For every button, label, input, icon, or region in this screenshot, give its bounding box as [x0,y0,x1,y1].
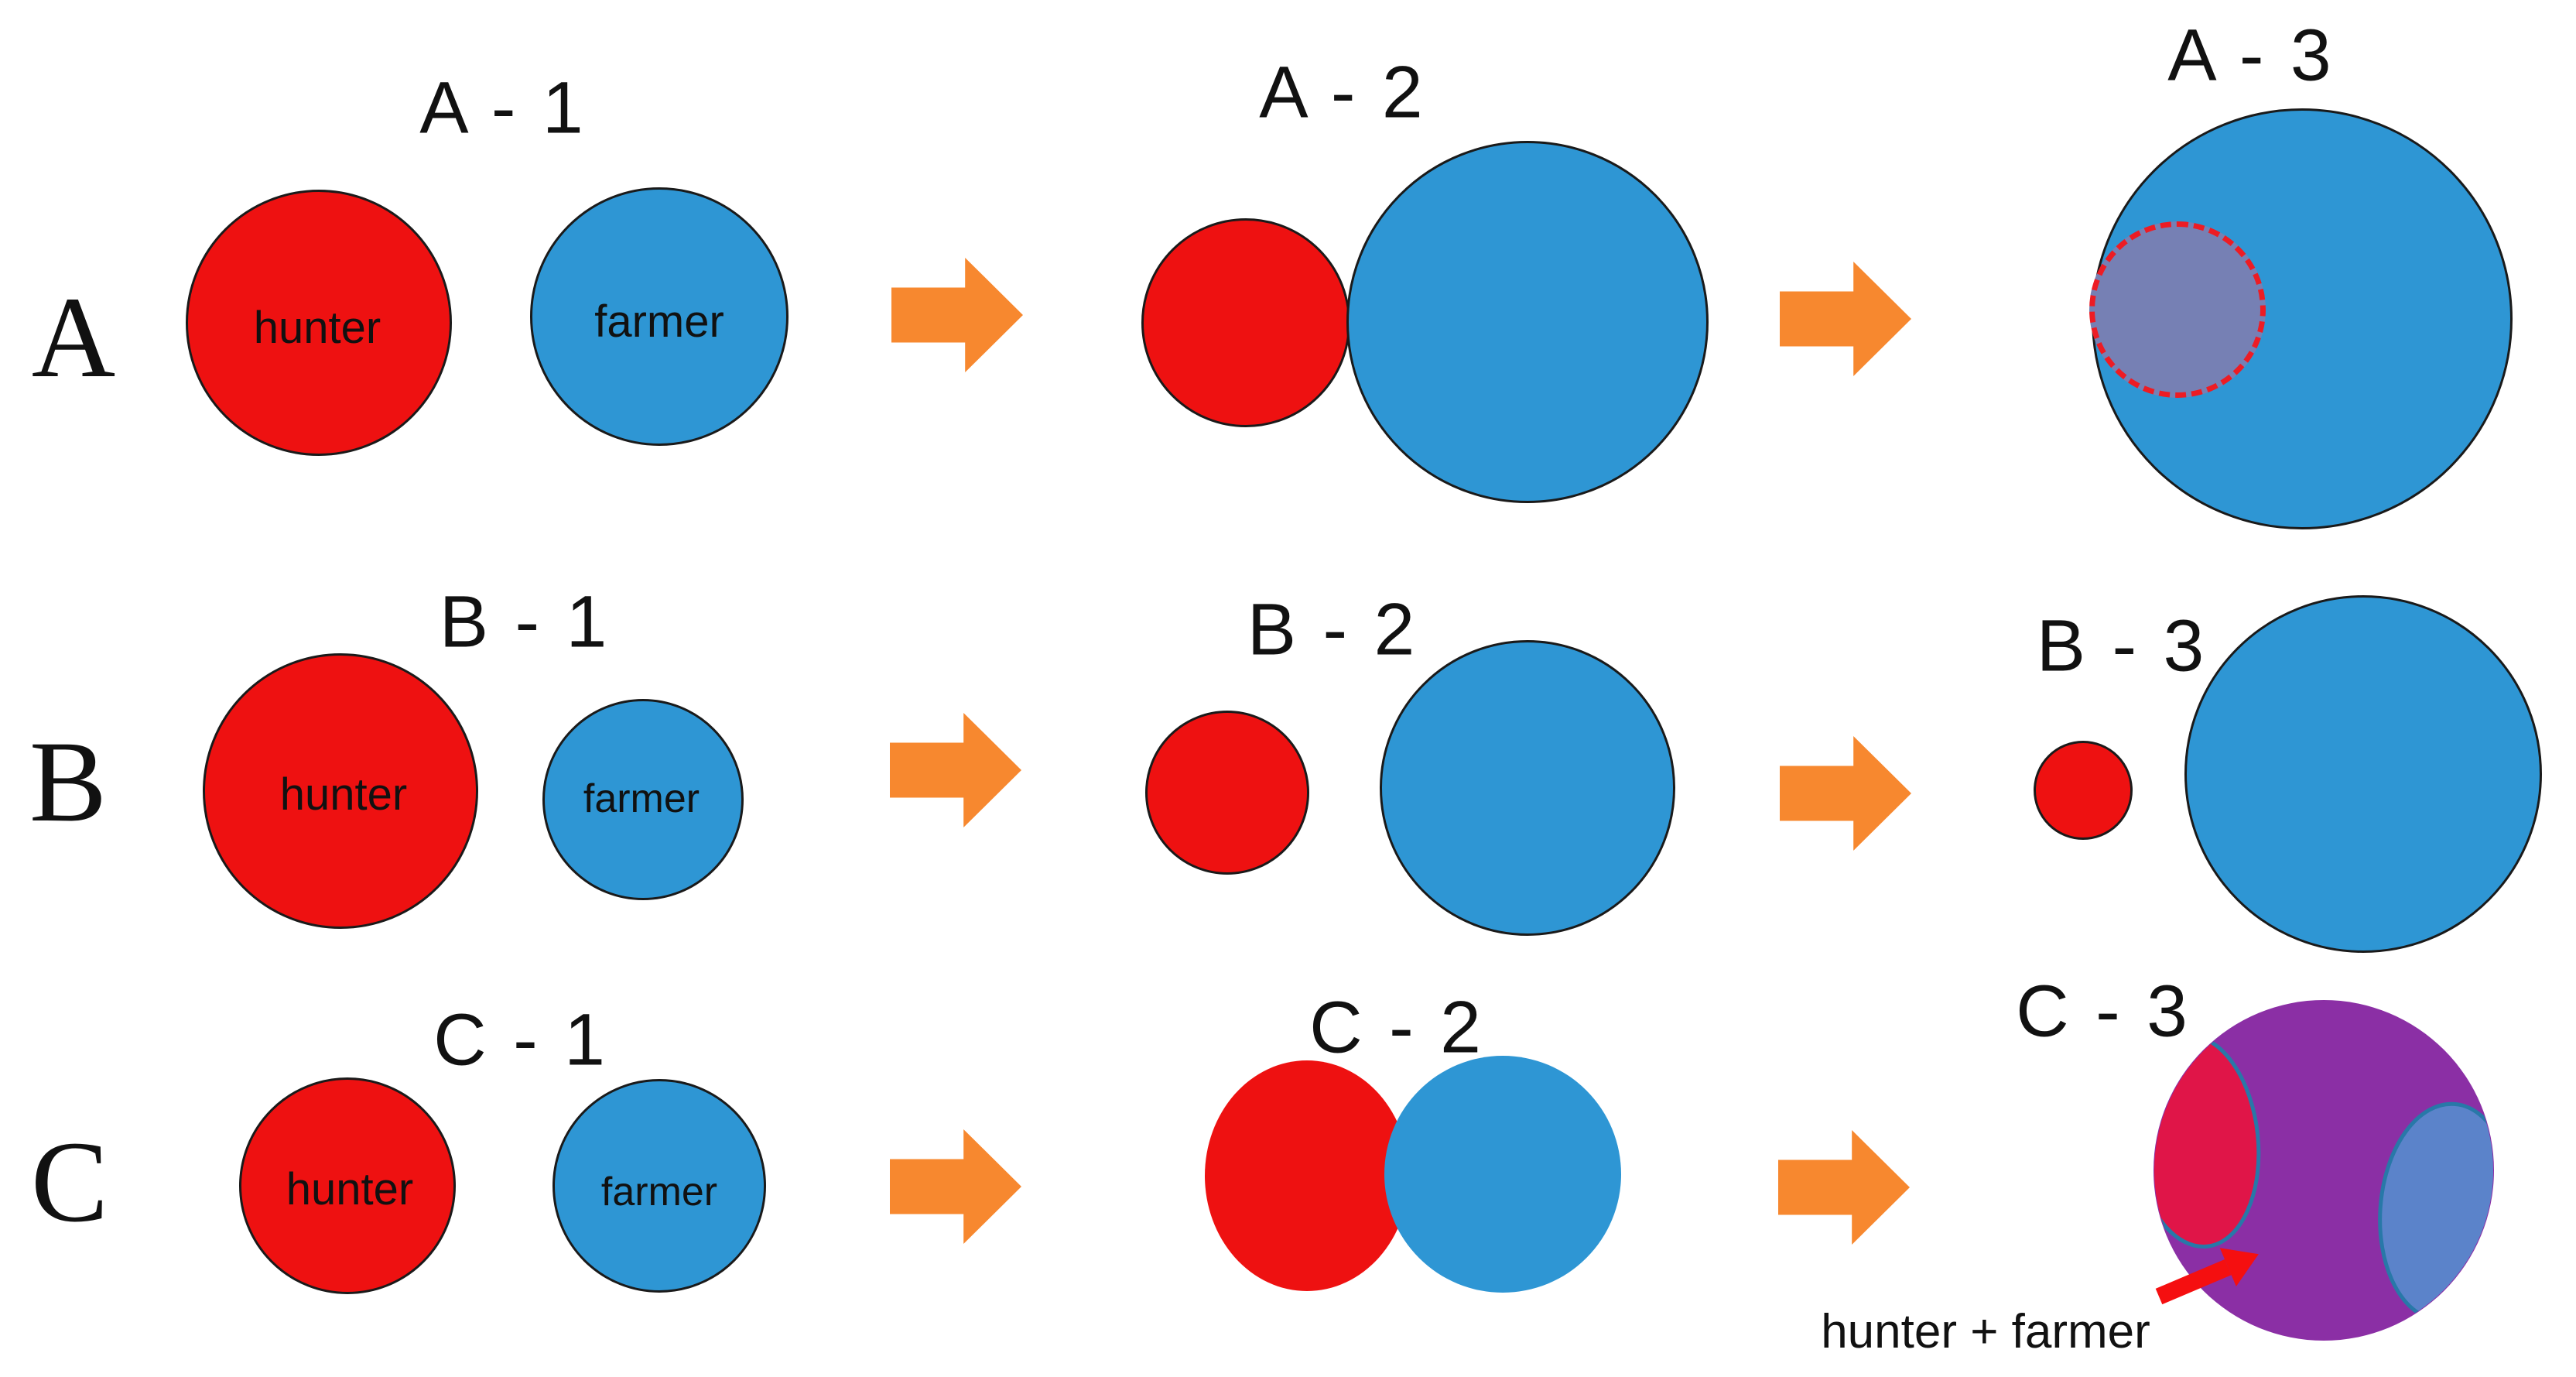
stage-title-a3: A - 3 [2167,14,2335,97]
assimilated-hunter-dashed-circle-a3 [2089,221,2266,398]
stage-title-c1: C - 1 [433,998,608,1081]
farmer-circle-a2 [1346,141,1709,503]
hunter-circle-b3 [2034,741,2133,840]
farmer-circle-b1-label: farmer [583,776,700,821]
right-arrow-icon-a1-a2 [891,258,1023,372]
row-label-b: B [29,718,108,846]
farmer-circle-a1 [530,187,789,446]
right-arrow-icon-b1-b2 [890,713,1021,827]
stage-title-b3: B - 3 [2036,605,2208,687]
row-label-c: C [30,1118,109,1246]
farmer-circle-b3 [2184,595,2542,953]
farmer-circle-c1 [552,1079,766,1293]
hunter-circle-a1-label: hunter [253,303,381,353]
stage-title-c3: C - 3 [2016,970,2191,1053]
farmer-circle-b2 [1380,640,1675,936]
right-arrow-icon-b2-b3 [1780,736,1911,851]
annotation-label-c3: hunter + farmer [1821,1305,2150,1358]
hunter-circle-a2 [1141,218,1350,427]
stage-title-a1: A - 1 [419,67,587,149]
farmer-circle-b1 [542,699,744,900]
farmer-circle-c2 [1384,1056,1621,1293]
hunter-circle-b1 [203,653,478,929]
right-arrow-icon-c1-c2 [890,1129,1021,1244]
farmer-circle-c1-label: farmer [600,1170,718,1214]
hunter-circle-b1-label: hunter [279,769,408,820]
farmer-circle-a1-label: farmer [594,296,724,347]
hunter-circle-c1-label: hunter [286,1164,414,1214]
right-arrow-icon-c2-c3 [1778,1130,1910,1245]
stage-title-b1: B - 1 [439,581,611,663]
hunter-circle-a1 [186,190,452,456]
stage-title-a2: A - 2 [1259,51,1426,134]
merged-population-figure-c3 [2154,1000,2494,1341]
stage-title-b2: B - 2 [1247,588,1418,671]
stage-title-c2: C - 2 [1309,986,1484,1069]
hunter-circle-b2 [1145,711,1309,875]
hunter-circle-c2 [1205,1060,1409,1291]
row-label-a: A [31,273,116,402]
right-arrow-icon-a2-a3 [1780,262,1911,376]
annotation-arrow-icon-c3 [2155,1248,2259,1305]
hunter-circle-c1 [239,1077,456,1294]
